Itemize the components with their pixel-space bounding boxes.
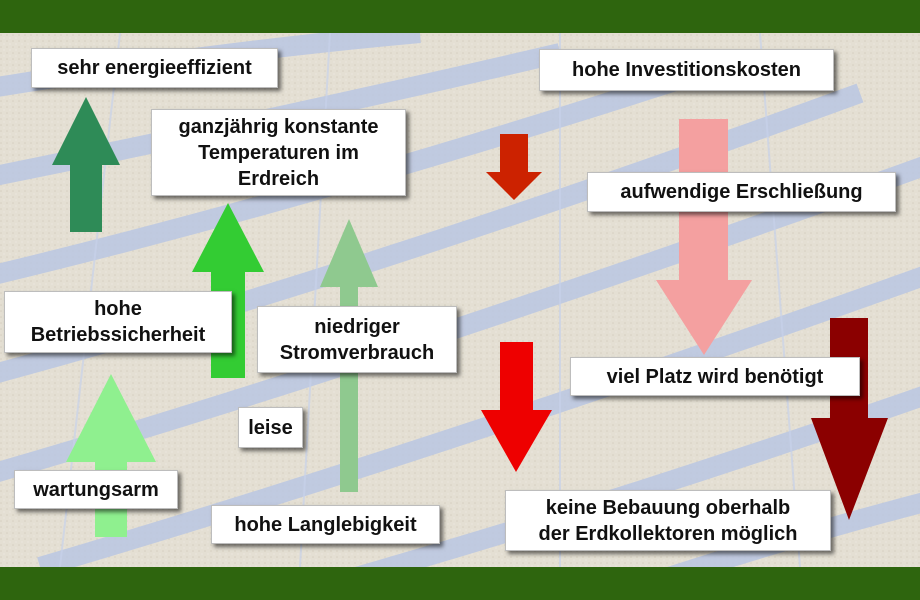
label-sehr-energieeffizient: sehr energieeffizient (31, 48, 278, 88)
up-arrow-energy (52, 97, 120, 232)
down-arrow-investment-small (486, 134, 542, 200)
up-arrow-maintenance (66, 374, 156, 537)
up-arrow-temperature (192, 203, 264, 378)
label-hohe-investitionskosten: hohe Investitionskosten (539, 49, 834, 91)
label-leise: leise (238, 407, 303, 448)
label-niedriger-stromverbrauch: niedriger Stromverbrauch (257, 306, 457, 373)
down-arrow-building (481, 342, 552, 472)
label-viel-platz: viel Platz wird benötigt (570, 357, 860, 396)
label-hohe-betriebssicherheit: hohe Betriebssicherheit (4, 291, 232, 353)
label-keine-bebauung: keine Bebauung oberhalb der Erdkollektor… (505, 490, 831, 551)
top-green-bar (0, 0, 920, 33)
down-arrow-development (656, 119, 752, 355)
label-konstante-temperaturen: ganzjährig konstante Temperaturen im Erd… (151, 109, 406, 196)
label-wartungsarm: wartungsarm (14, 470, 178, 509)
label-hohe-langlebigkeit: hohe Langlebigkeit (211, 505, 440, 544)
bottom-green-bar (0, 567, 920, 600)
label-aufwendige-erschliessung: aufwendige Erschließung (587, 172, 896, 212)
